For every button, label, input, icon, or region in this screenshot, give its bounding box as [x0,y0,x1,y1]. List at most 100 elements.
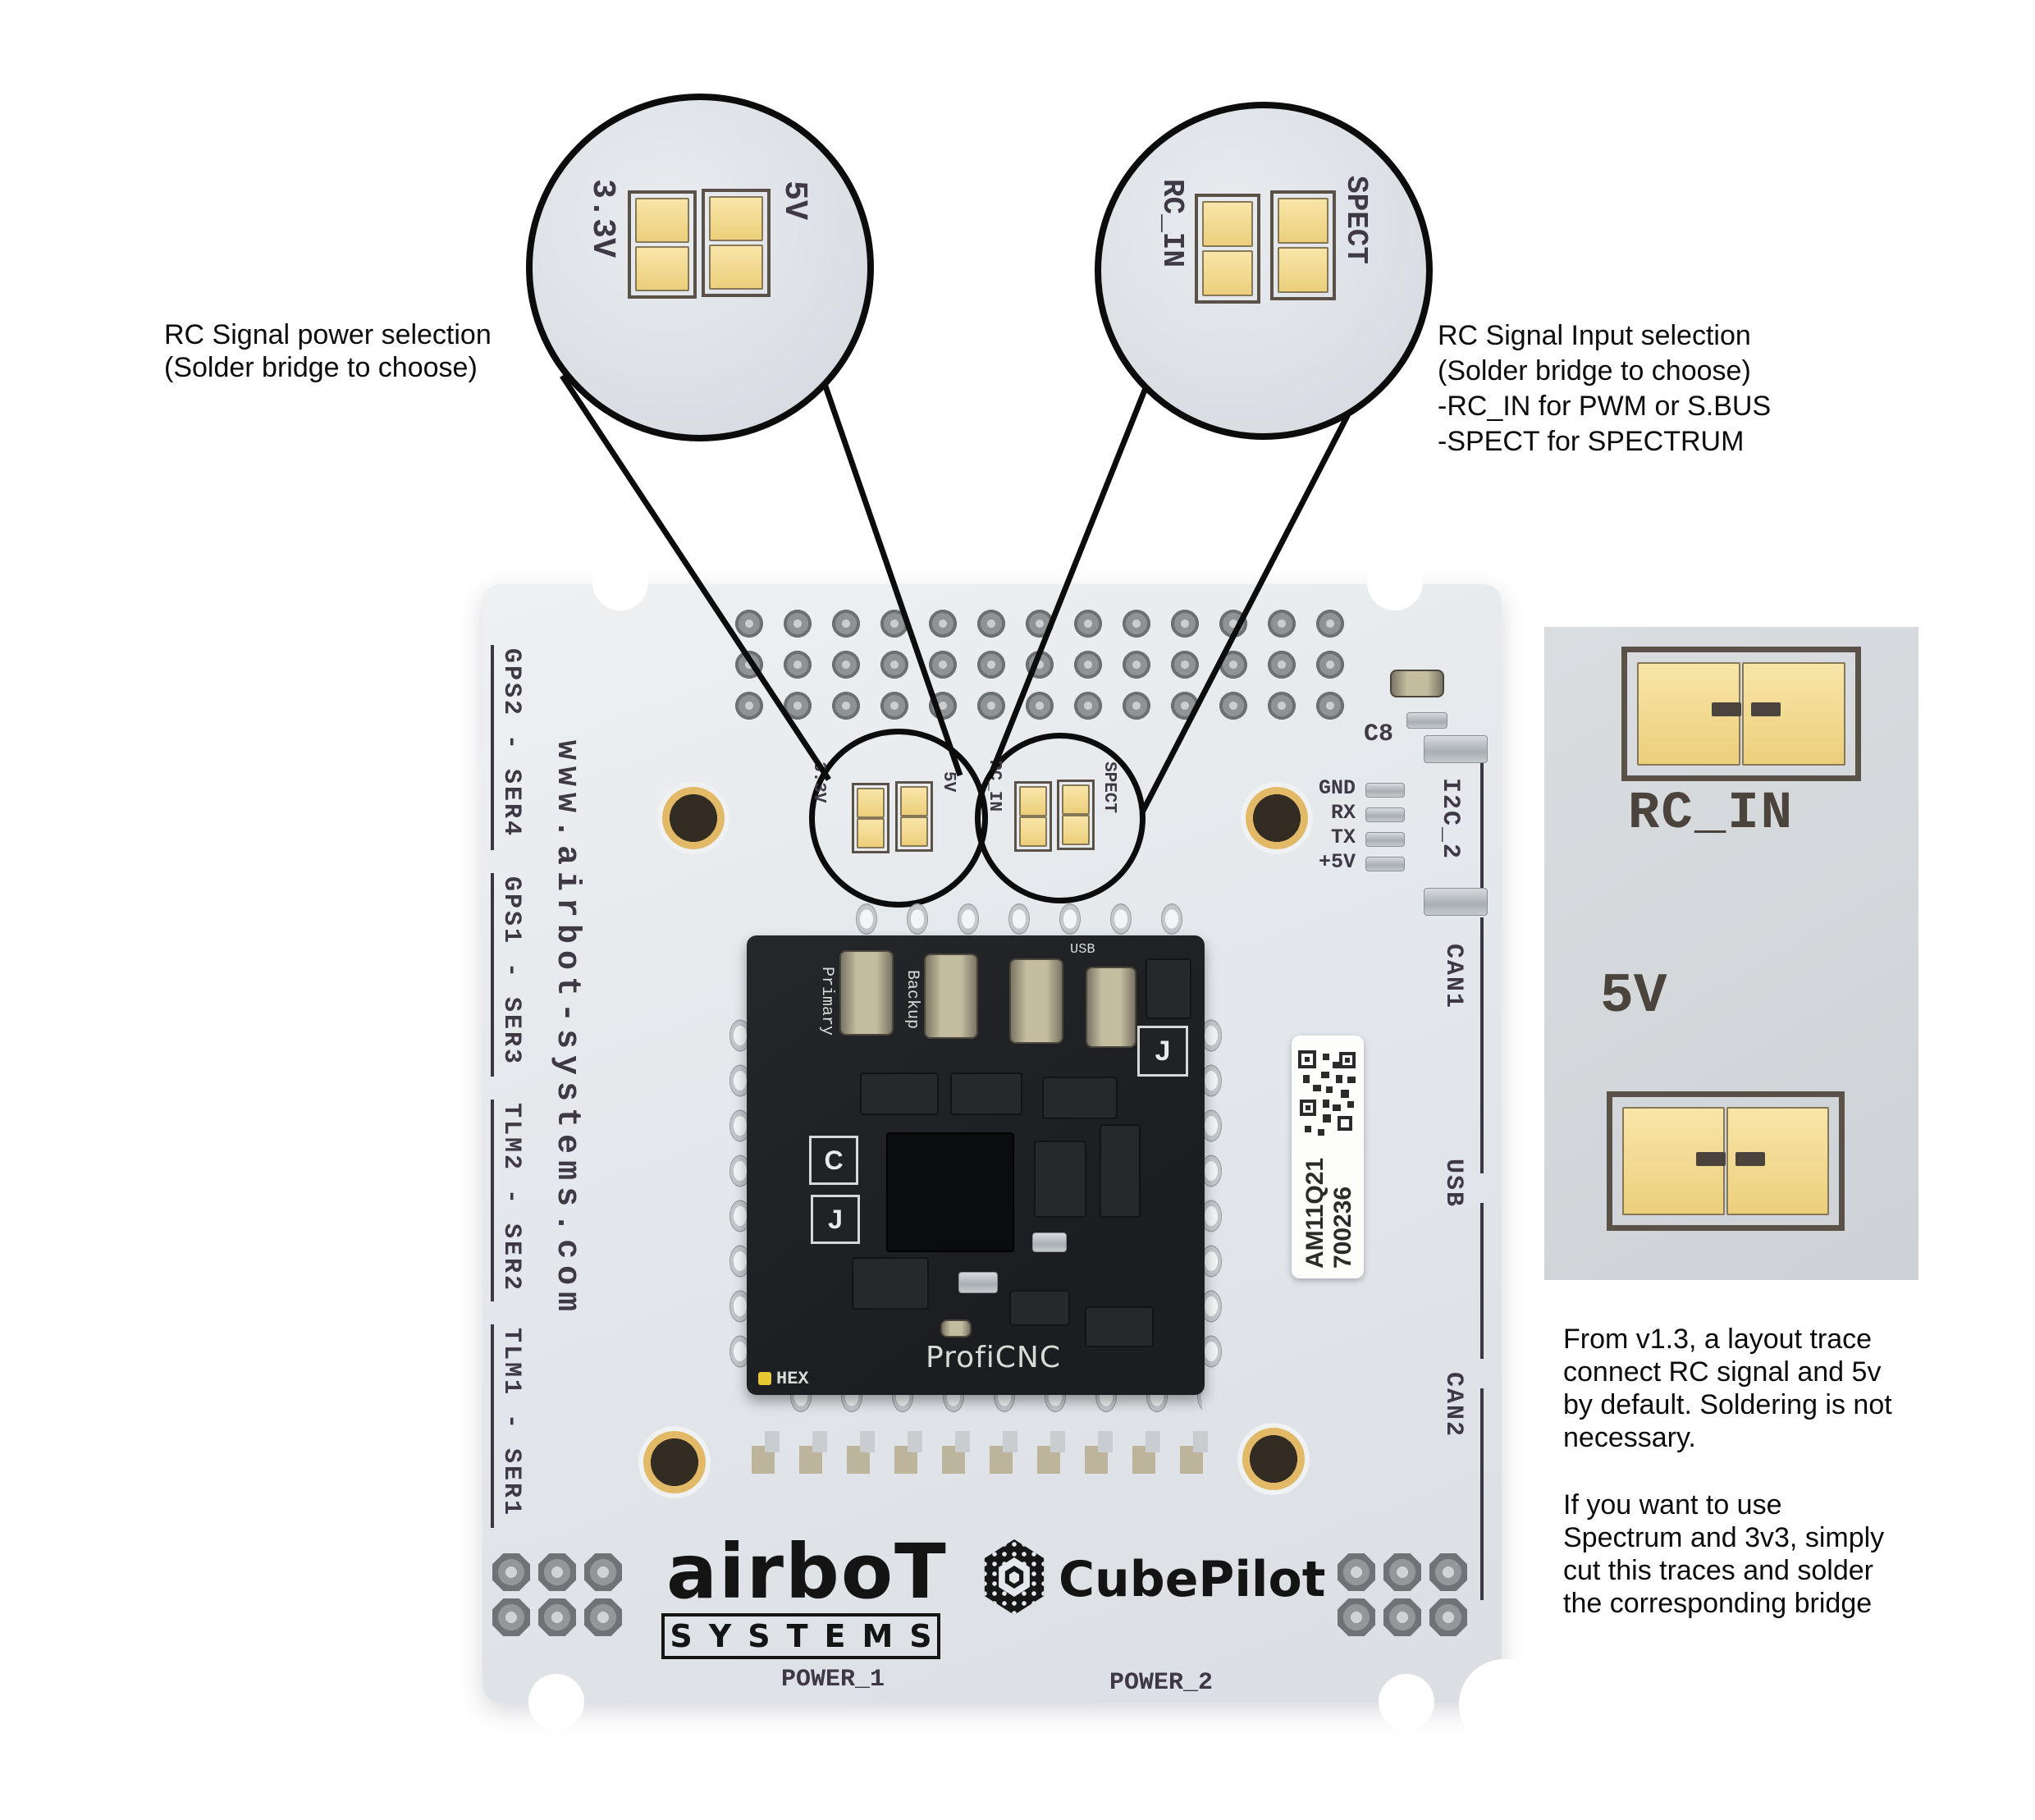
qr-code [1298,1050,1356,1136]
edge-divider [1480,763,1484,893]
solder-pad [635,198,689,243]
board-notch [1379,1674,1434,1730]
note-line: by default. Soldering is not [1563,1389,1892,1420]
callout-label-5v: 5V [775,181,812,221]
edge-divider [1480,917,1484,1173]
solder-pad-octagon [1429,1553,1467,1591]
c8-label: C8 [1364,720,1394,748]
solder-pad [900,786,928,816]
callout-label-3v3: 3.3V [583,179,620,258]
edge-divider [491,1324,494,1528]
spacer [1563,1454,1892,1488]
main-processor-chip [886,1132,1014,1252]
default-trace-bridge [1696,1152,1726,1166]
solder-pad [1202,201,1253,247]
hex-logo-mark [758,1372,771,1385]
solder-pad [709,196,763,241]
solder-pad [1062,815,1090,845]
callout-label-rcin: RC_IN [1155,179,1189,268]
uart-tx-label: TX [1330,825,1356,849]
edge-divider [1480,1203,1484,1359]
cube-carrier-module: Primary Backup USB J C J ProfiCNC [747,935,1205,1395]
i2c-connector-pad [1424,888,1488,916]
uart-pad [1365,807,1405,822]
edge-divider [491,645,494,850]
edge-divider [491,873,494,1077]
uart-rx-label: RX [1330,801,1356,825]
inset-5v-label: 5V [1600,965,1667,1028]
solder-pad-octagon [1429,1598,1467,1636]
note-line: -RC_IN for PWM or S.BUS [1438,391,1772,422]
capacitor-c8 [1390,670,1444,697]
module-backup-label: Backup [903,970,921,1030]
port-label-tlm1-ser1: TLM1 - SER1 [497,1328,525,1518]
smd-component [1406,712,1447,729]
callout-label-spect: SPECT [1339,176,1373,265]
callout-line [560,374,831,781]
solder-pad-octagon [492,1598,530,1636]
capacitor [924,953,978,1039]
edge-divider [1480,1388,1484,1600]
module-hex-label: HEX [776,1369,809,1389]
mounting-hole [662,787,725,849]
serial-sticker: AM11Q21 700236 [1292,1036,1364,1278]
cubepilot-hex-inner [999,1557,1030,1597]
solder-pad [1278,247,1328,293]
port-label-gps1-ser3: GPS1 - SER3 [497,876,525,1067]
solder-bridge-rcin [1014,781,1052,852]
note-line: (Solder bridge to choose) [164,352,478,383]
callout-bridge-3v3 [628,190,697,299]
cubepilot-hex-icon [984,1539,1045,1615]
input-callout-circle: RC_IN SPECT [1095,102,1433,440]
uart-pad [1365,783,1405,798]
ic-chip [1100,1124,1141,1218]
default-trace-bridge [1712,702,1741,716]
cubepilot-hex-core [1008,1571,1020,1584]
power1-label: POWER_1 [780,1666,885,1694]
solder-pad [1019,816,1047,847]
ic-chip [1009,1290,1070,1326]
port-label-gps2-ser4: GPS2 - SER4 [497,648,525,839]
mounting-hole [1242,1428,1305,1490]
bridge-label-5v: 5V [939,771,958,793]
callout-line [986,382,1150,780]
note-line: the corresponding bridge [1563,1588,1873,1619]
port-label-can2: CAN2 [1439,1372,1467,1438]
solder-pad [857,788,885,818]
ic-chip [1042,1077,1118,1119]
board-notch [1367,555,1423,610]
bridge-label-spect: SPECT [1100,761,1118,814]
solder-pad [1062,784,1090,815]
board-corner-cut [1459,1659,1549,1749]
solder-pad [1278,198,1328,244]
ic-chip [950,1072,1022,1115]
uart-5v-label: +5V [1318,850,1356,874]
module-usb-label: USB [1070,942,1095,958]
smd-component [1032,1232,1067,1252]
website-text: www.airbot-systems.com [548,740,585,1319]
note-line: Spectrum and 3v3, simply [1563,1522,1885,1553]
ic-chip [1034,1141,1086,1218]
capacitor [1086,967,1136,1048]
board-notch [528,1674,584,1730]
port-label-tlm2-ser2: TLM2 - SER2 [497,1103,525,1293]
module-pins-top [841,899,1197,939]
solder-pad-octagon [1338,1598,1375,1636]
bridge-detail-inset: RC_IN 5V [1544,627,1918,1280]
module-brand-label: ProfiCNC [926,1341,1061,1374]
uart-gnd-label: GND [1318,776,1356,800]
note-line: If you want to use [1563,1489,1782,1520]
power-callout-circle: 3.3V 5V [526,94,874,441]
input-selection-note: RC Signal Input selection (Solder bridge… [1438,318,1771,460]
smd-components-row [742,1431,1218,1452]
module-c-mark: C [809,1136,858,1185]
capacitor [1009,958,1063,1044]
airbot-logo: airboT [666,1528,948,1616]
solder-bridge-3v3 [852,783,889,853]
power-selection-note: RC Signal power selection (Solder bridge… [164,318,492,384]
port-label-i2c2: I2C_2 [1436,778,1464,861]
solder-pad [1019,786,1047,816]
port-label-usb: USB [1439,1159,1467,1209]
